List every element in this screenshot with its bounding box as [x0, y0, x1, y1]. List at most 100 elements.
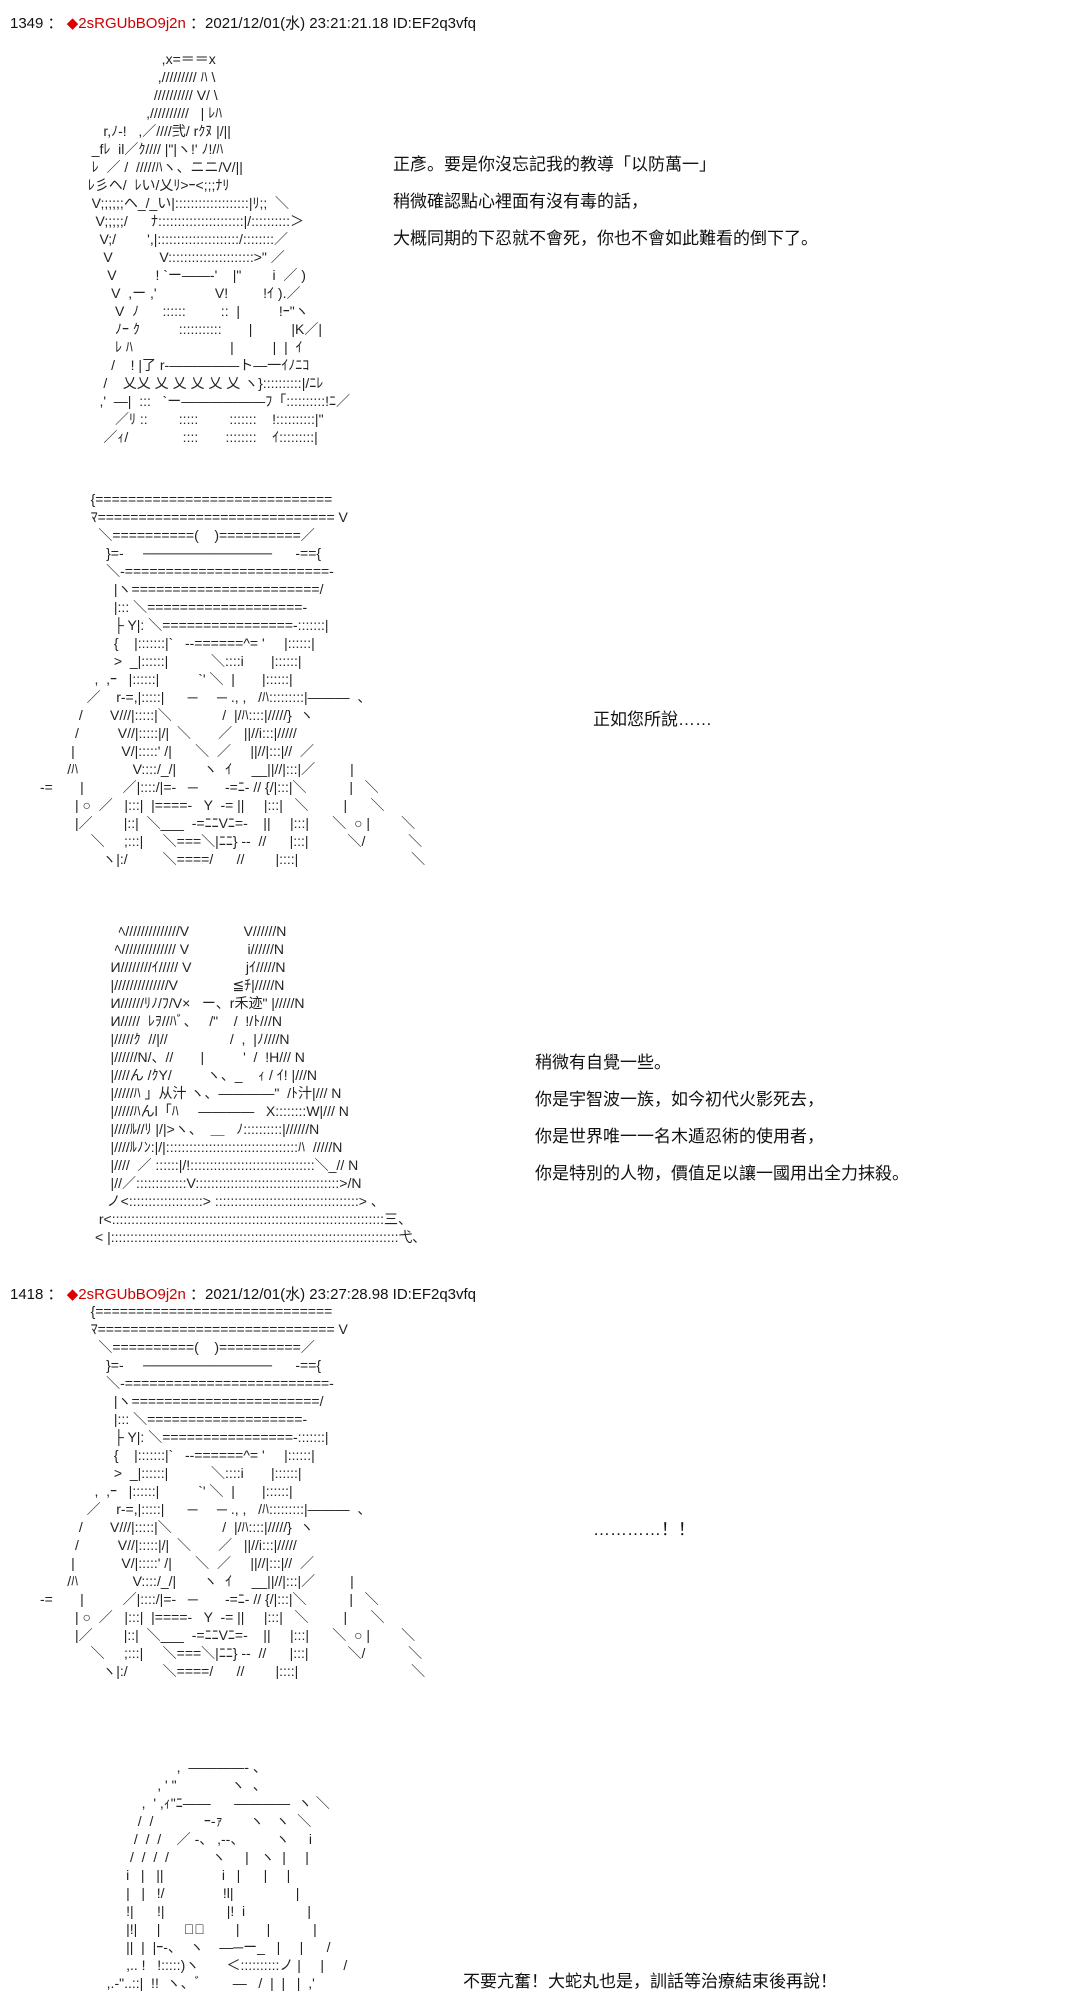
ascii-art-line: , ――――‐ 、 [95, 1759, 267, 1775]
dialogue-line: 大概同期的下忍就不會死，你也不會如此難看的倒下了。 [393, 229, 818, 248]
ascii-art-line: ヽ|:/ ＼====/ // |::::| ＼ [40, 851, 426, 867]
ascii-art-line: {============================= [40, 491, 333, 507]
ascii-art-line: И//////ﾘﾉ/ﾌ/V× ー、r禾迹" |/////N [95, 995, 305, 1011]
ascii-art-line: V V::::::::::::::::::::::>" ／ [80, 249, 285, 265]
ascii-art-line: |／ |::| ＼___ -=ﾆﾆVﾆ=- || |:::| ＼ ○ | ＼ [40, 1627, 416, 1643]
ascii-art-line: | V/|:::::' /| ＼ ／ ||//|:::|// ／ [40, 743, 314, 759]
ascii-art-line: / / ｰ‐ｧ ヽ ヽ ＼ [95, 1813, 312, 1829]
dialogue-line: 不要亢奮！大蛇丸也是，訓話等治療結束後再說！ [463, 1972, 837, 1991]
ascii-art-line: |/////ｸ //|// / , |ﾉ////N [95, 1031, 290, 1047]
ascii-art-5: , ――――‐ 、 , ' " ヽ 、 , ' ,ｨ"ﾆ―― ―――― ヽ ＼ … [95, 1758, 348, 1992]
ascii-art-line: r,ﾉ-! ,／////弐/ rｸﾇ |/|| [80, 123, 231, 139]
ascii-art-line: V ! `ー――‐' |" i ／ ) [80, 267, 306, 283]
dialogue-block-2: 正如您所說…… [593, 701, 712, 738]
ascii-art-line: |//////N/、// | ' / !H/// N [95, 1049, 305, 1065]
ascii-art-line: ,x=＝＝x [80, 51, 216, 67]
ascii-art-line: i | || i | | | [95, 1867, 291, 1883]
ascii-art-line: V ,ー ,' V! !ｲ ).／ [80, 285, 301, 301]
ascii-art-line: /ﾊ V::::/_/| ヽ ｲ __||//|:::|／ | [40, 1573, 354, 1589]
ascii-art-line: || | |ｰ-、 ヽ ―─ー_ | | / [95, 1939, 331, 1955]
ascii-art-line: |/////ﾊ 」从汁 ヽ、――――" /ﾄ汁|/// N [95, 1085, 342, 1101]
dialogue-line: 稍微有自覺一些。 [535, 1053, 671, 1072]
ascii-art-line: ヽ|:/ ＼====/ // |::::| ＼ [40, 1663, 426, 1679]
post-datetime-id: ：2021/12/01(水) 23:27:28.98 ID:EF2q3vfq [190, 1286, 477, 1303]
ascii-art-line: / V//|:::::|/| ＼ ／ ||//i:::|///// [40, 1537, 297, 1553]
ascii-art-line: , ' " ヽ 、 [95, 1777, 267, 1793]
ascii-art-line: / V///|:::::|＼ / |/ﾊ::::|/////} ヽ [40, 707, 314, 723]
ascii-art-line: ＼-=========================- [40, 563, 334, 579]
ascii-art-3: ﾍ//////////////V V//////N ﾍ/////////////… [95, 922, 420, 1246]
ascii-art-line: { |:::::::|` --======^= ' |::::::| [40, 635, 315, 651]
dialogue-line: 你是宇智波一族，如今初代火影死去， [535, 1090, 824, 1109]
ascii-art-line: ﾍ////////////// V i//////N [95, 941, 285, 957]
ascii-art-line: -= | ／|::::/|=- ─ -=ﾆ- // {/|:::|＼ | ＼ [40, 779, 379, 795]
ascii-art-line: ノ<:::::::::::::::::::> :::::::::::::::::… [95, 1193, 385, 1209]
dialogue-block-4: …………！！ [593, 1511, 695, 1548]
ascii-art-line: | V/|:::::' /| ＼ ／ ||//|:::|// ／ [40, 1555, 314, 1571]
ascii-art-line: {============================= [40, 1303, 333, 1319]
ascii-art-line: ／ r‐=,|:::::| ─ ─ ., , /ﾊ:::::::::|――― 、 [40, 689, 372, 705]
ascii-art-line: }=- ───────────── -=={ [40, 545, 322, 561]
ascii-art-line: |::: ＼===================- [40, 599, 308, 615]
post-header-1349: 1349 ： ◆2sRGUbBO9j2n ：2021/12/01(水) 23:2… [10, 12, 476, 33]
ascii-art-line: !| !| |! i | [95, 1903, 312, 1919]
ascii-art-line: |!| | ﾞﾟ | | | [95, 1921, 317, 1937]
dialogue-line: 稍微確認點心裡面有沒有毒的話， [393, 192, 648, 211]
ascii-art-line: ﾏ============================= V [40, 509, 348, 525]
post-number: 1349 [10, 15, 44, 32]
dialogue-line: 你是特別的人物，價值足以讓一國用出全力抹殺。 [535, 1164, 909, 1183]
trip-diamond-icon: ◆ [66, 1286, 79, 1303]
ascii-art-line: |/////ﾊんl「ﾊ ―――― X::::::::W|/// N [95, 1103, 349, 1119]
ascii-art-line: r<::::::::::::::::::::::::::::::::::::::… [95, 1211, 413, 1227]
ascii-art-line: ,.. ! !:::::)ヽ ＜::::::::::ノ | | / [95, 1957, 348, 1973]
ascii-art-line: |／ |::| ＼___ -=ﾆﾆVﾆ=- || |:::| ＼ ○ | ＼ [40, 815, 416, 831]
ascii-art-line: < |:::::::::::::::::::::::::::::::::::::… [95, 1229, 420, 1245]
post-author-trip[interactable]: 2sRGUbBO9j2n [78, 15, 186, 32]
ascii-art-line: / V///|:::::|＼ / |/ﾊ::::|/////} ヽ [40, 1519, 314, 1535]
ascii-art-line: ,.‐"..::| !! ヽ、ﾞ ― / | | | ,' [95, 1975, 315, 1991]
dialogue-block-1: 正彥。要是你沒忘記我的教導「以防萬一」 稍微確認點心裡面有沒有毒的話， 大概同期… [393, 146, 818, 257]
dialogue-line: 你是世界唯一一名木遁忍術的使用者， [535, 1127, 824, 1146]
ascii-art-line: |////ﾙ//ﾘ |/|>ヽ、 ＿ ﾉ::::::::::|//////N [95, 1121, 320, 1137]
ascii-art-line: ├ Y|: ＼================-:::::::| [40, 1429, 329, 1445]
post-separator: ： [47, 15, 63, 32]
ascii-art-line: ／ﾘ :: ::::: ::::::: !::::::::::|" [80, 411, 324, 427]
ascii-art-line: ／ r‐=,|:::::| ─ ─ ., , /ﾊ:::::::::|――― 、 [40, 1501, 372, 1517]
ascii-art-line: / 乂乂 乂 乂 乂 乂 乂 ヽ}::::::::::|/ﾆﾚ [80, 375, 324, 391]
ascii-art-line: ＼==========( )==========／ [40, 1339, 315, 1355]
ascii-art-line: { |:::::::|` --======^= ' |::::::| [40, 1447, 315, 1463]
ascii-art-line: ├ Y|: ＼================-:::::::| [40, 617, 329, 633]
ascii-art-line: ＼==========( )==========／ [40, 527, 315, 543]
ascii-art-line: ﾚ ／ / /////ﾊヽ、ニニ/V/|| [80, 159, 243, 175]
ascii-art-line: , ,ｰ |::::::| `' ＼ | |::::::| [40, 671, 293, 687]
ascii-art-line: / V//|:::::|/| ＼ ／ ||//i:::|///// [40, 725, 297, 741]
ascii-art-line: _fﾚ il／ｸ//// |"|ヽ!' ﾉ!/ﾊ [80, 141, 224, 157]
ascii-art-line: V;;;;;;ヘ_/_い|:::::::::::::::::::|ﾘ;; ＼ [80, 195, 290, 211]
ascii-art-line: |//////////////V ≦ﾁ|/////N [95, 977, 285, 993]
ascii-art-line: }=- ───────────── -=={ [40, 1357, 322, 1373]
ascii-art-2: {============================= ﾏ========… [40, 490, 425, 868]
ascii-art-line: |////ん /ｸY/ ヽ、_ ｨ / ｲ! |///N [95, 1067, 317, 1083]
ascii-art-line: / / / ／ ‐、 ,‐‐、 ヽ i [95, 1831, 313, 1847]
ascii-art-line: ﾚ ﾊ | | | ｲ [80, 339, 303, 355]
ascii-art-line: > _|::::::| ＼::::i |::::::| [40, 1465, 302, 1481]
ascii-art-line: , ' ,ｨ"ﾆ―― ―――― ヽ ＼ [95, 1795, 330, 1811]
ascii-art-line: |//// ／ ::::::|/!:::::::::::::::::::::::… [95, 1157, 359, 1173]
ascii-art-line: ,' ―| ::: `ー――――――ﾌ「::::::::::!ﾆ／ [80, 393, 350, 409]
post-author-trip[interactable]: 2sRGUbBO9j2n [78, 1286, 186, 1303]
ascii-art-line: | | !/ !l| | [95, 1885, 300, 1901]
trip-diamond-icon: ◆ [66, 15, 79, 32]
ascii-art-line: И///// ﾚｦ//ﾊﾞ、 /" / !/ﾄ///N [95, 1013, 282, 1029]
ascii-art-line: ／ｨ/ :::: :::::::: ｲ:::::::::| [80, 429, 318, 445]
post-separator: ： [47, 1286, 63, 1303]
ascii-art-1: ,x=＝＝x ,///////// ﾊ \ ////////// V/ \ ,/… [80, 50, 350, 446]
ascii-art-line: |////ﾙﾉﾝ:|/|::::::::::::::::::::::::::::… [95, 1139, 343, 1155]
ascii-art-line: ﾏ============================= V [40, 1321, 348, 1337]
ascii-art-line: ＼-=========================- [40, 1375, 334, 1391]
post-datetime-id: ：2021/12/01(水) 23:21:21.18 ID:EF2q3vfq [190, 15, 477, 32]
ascii-art-line: /ﾊ V::::/_/| ヽ ｲ __||//|:::|／ | [40, 761, 354, 777]
ascii-art-line: ////////// V/ \ [80, 87, 218, 103]
ascii-art-line: ﾍ//////////////V V//////N [95, 923, 287, 939]
dialogue-line: 正如您所說…… [593, 710, 712, 729]
dialogue-block-5: 不要亢奮！大蛇丸也是，訓話等治療結束後再說！ [463, 1963, 837, 2000]
